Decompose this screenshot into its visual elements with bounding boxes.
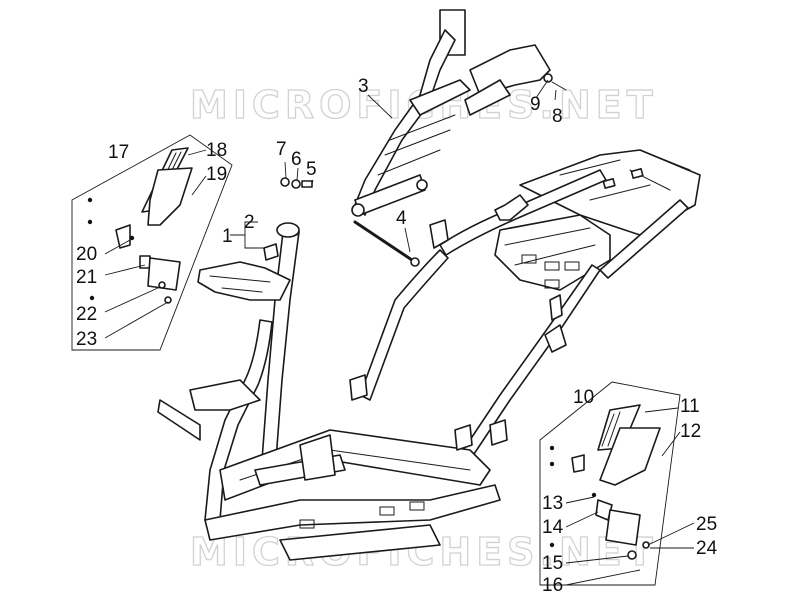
callout-2: 2 [244, 212, 255, 233]
bolt-4 [353, 220, 420, 267]
callout-17: 17 [108, 142, 129, 163]
bolt-8-9 [543, 73, 567, 91]
callout-18: 18 [206, 140, 227, 161]
callout-22: 22 [76, 304, 97, 325]
right-footrest-group [539, 381, 681, 586]
callout-23: 23 [76, 329, 97, 350]
callout-14: 14 [542, 517, 564, 538]
callout-21: 21 [76, 267, 97, 288]
callout-19: 19 [206, 164, 227, 185]
bushing-2 [263, 222, 300, 261]
fasteners-5-6-7 [280, 177, 313, 189]
callout-labels: 1 2 3 4 5 6 7 8 9 10 11 12 13 14 15 16 1… [76, 76, 718, 596]
leader-lines [104, 79, 695, 586]
callout-7: 7 [276, 139, 287, 160]
callout-24: 24 [696, 538, 718, 559]
callout-11: 11 [680, 396, 700, 417]
callout-16: 16 [542, 575, 563, 596]
main-frame [157, 149, 701, 561]
callout-12: 12 [680, 421, 701, 442]
callout-9: 9 [530, 94, 541, 115]
callout-10: 10 [573, 387, 594, 408]
callout-8: 8 [552, 106, 563, 127]
engine-mount-arm [351, 9, 551, 217]
callout-3: 3 [358, 76, 369, 97]
callout-1: 1 [222, 226, 233, 247]
callout-20: 20 [76, 244, 97, 265]
callout-6: 6 [291, 149, 302, 170]
callout-25: 25 [696, 514, 717, 535]
callout-13: 13 [542, 493, 563, 514]
callout-4: 4 [396, 208, 407, 229]
callout-5: 5 [306, 159, 317, 180]
callout-15: 15 [542, 553, 563, 574]
